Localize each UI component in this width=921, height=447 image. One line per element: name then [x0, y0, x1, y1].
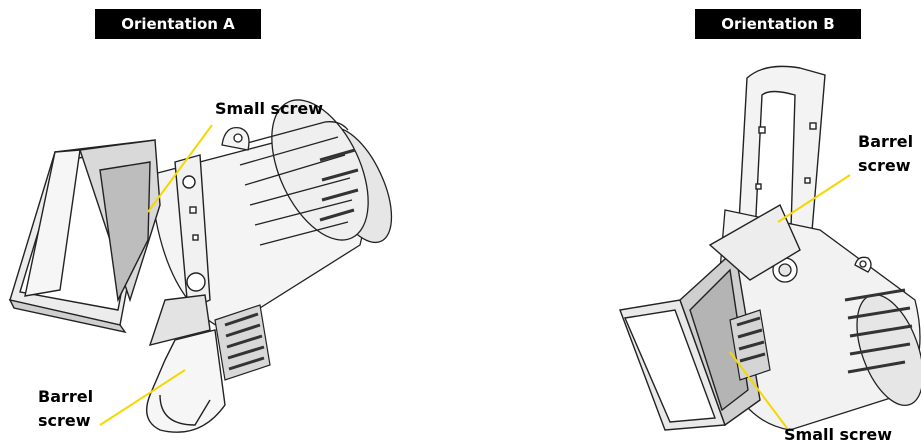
fixture-illustration-b [619, 65, 921, 431]
barrel-screw-label-b-line2: screw [858, 156, 911, 175]
leader-barrel-screw-a [99, 369, 186, 426]
barn-door-b [619, 204, 801, 431]
leader-small-screw-b [729, 351, 788, 429]
barn-door-a [8, 139, 161, 334]
fixture-illustration-a [8, 99, 393, 433]
small-screw-label-a: Small screw [215, 99, 324, 118]
orientation-a-title: Orientation A [95, 9, 261, 39]
barrel-screw-label-a-line2: screw [38, 411, 91, 430]
top-bracket-a [221, 126, 250, 151]
small-screw-label-b: Small screw [784, 425, 893, 444]
yoke-b [737, 65, 826, 263]
barrel-screw-label-a-line1: Barrel [38, 387, 94, 406]
orientation-a-panel: Orientation A Small screw Barrel screw [0, 0, 460, 447]
barrel-screw-label-b-line1: Barrel [858, 132, 914, 151]
orientation-b-panel: Orientation B Barrel screw Small screw [460, 0, 921, 447]
orientation-b-title: Orientation B [695, 9, 861, 39]
leader-small-screw-a [147, 124, 213, 213]
yoke-a [146, 154, 226, 433]
leader-barrel-screw-b [777, 174, 851, 223]
heatsink-a [214, 304, 271, 381]
